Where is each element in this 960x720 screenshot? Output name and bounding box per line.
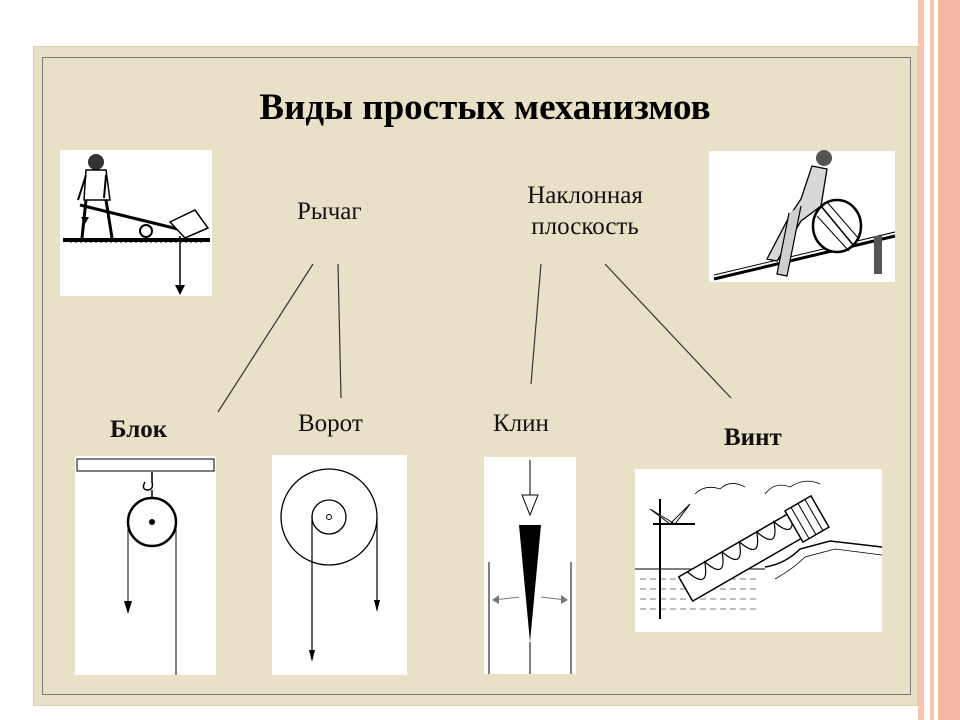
decor-stripe xyxy=(918,0,924,720)
node-windlass: Ворот xyxy=(298,410,363,437)
connector-lever-windlass xyxy=(337,263,342,399)
man-rolling-barrel-on-incline-illustration xyxy=(709,150,896,282)
node-inclined-plane-line2: плоскость xyxy=(531,213,639,240)
connector-incline-screw xyxy=(604,263,732,399)
node-wedge: Клин xyxy=(493,410,549,437)
decor-stripe xyxy=(930,0,934,720)
node-inclined-plane: Наклонная плоскость xyxy=(505,180,665,242)
windlass-wheel-diagram xyxy=(272,455,407,675)
connector-lever-block xyxy=(217,263,314,413)
node-lever: Рычаг xyxy=(297,198,362,225)
node-inclined-plane-line1: Наклонная xyxy=(527,182,643,209)
wedge-diagram xyxy=(484,457,576,674)
decor-stripe xyxy=(938,0,960,720)
man-with-lever-illustration xyxy=(60,150,212,296)
pulley-block-diagram xyxy=(75,456,216,675)
node-block: Блок xyxy=(110,416,168,443)
connector-incline-wedge xyxy=(530,263,542,385)
slide-inner-border xyxy=(42,57,911,695)
archimedes-screw-illustration xyxy=(635,469,883,632)
node-screw: Винт xyxy=(724,424,782,451)
slide-title: Виды простых механизмов xyxy=(259,87,711,128)
